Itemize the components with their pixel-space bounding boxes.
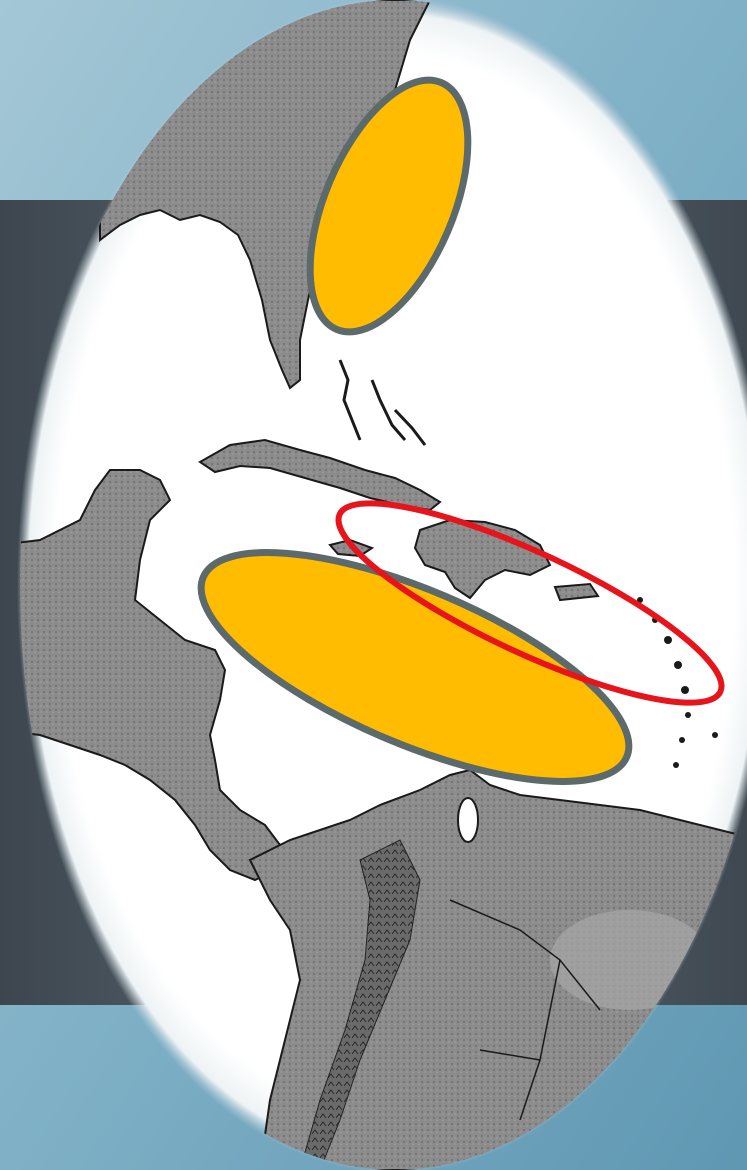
- land-bahamas: [338, 359, 427, 446]
- land-puerto-rico: [553, 582, 600, 602]
- land-lake-maracaibo: [457, 797, 479, 843]
- greater-antilles-zone: [335, 500, 725, 706]
- land-central-america: [20, 469, 282, 882]
- land-borders: [449, 899, 601, 1121]
- land-cuba: [198, 438, 442, 512]
- caribbean-sea-zone: [197, 549, 633, 785]
- land-andes: [299, 839, 421, 1170]
- atlantic-coast-zone: [306, 76, 472, 336]
